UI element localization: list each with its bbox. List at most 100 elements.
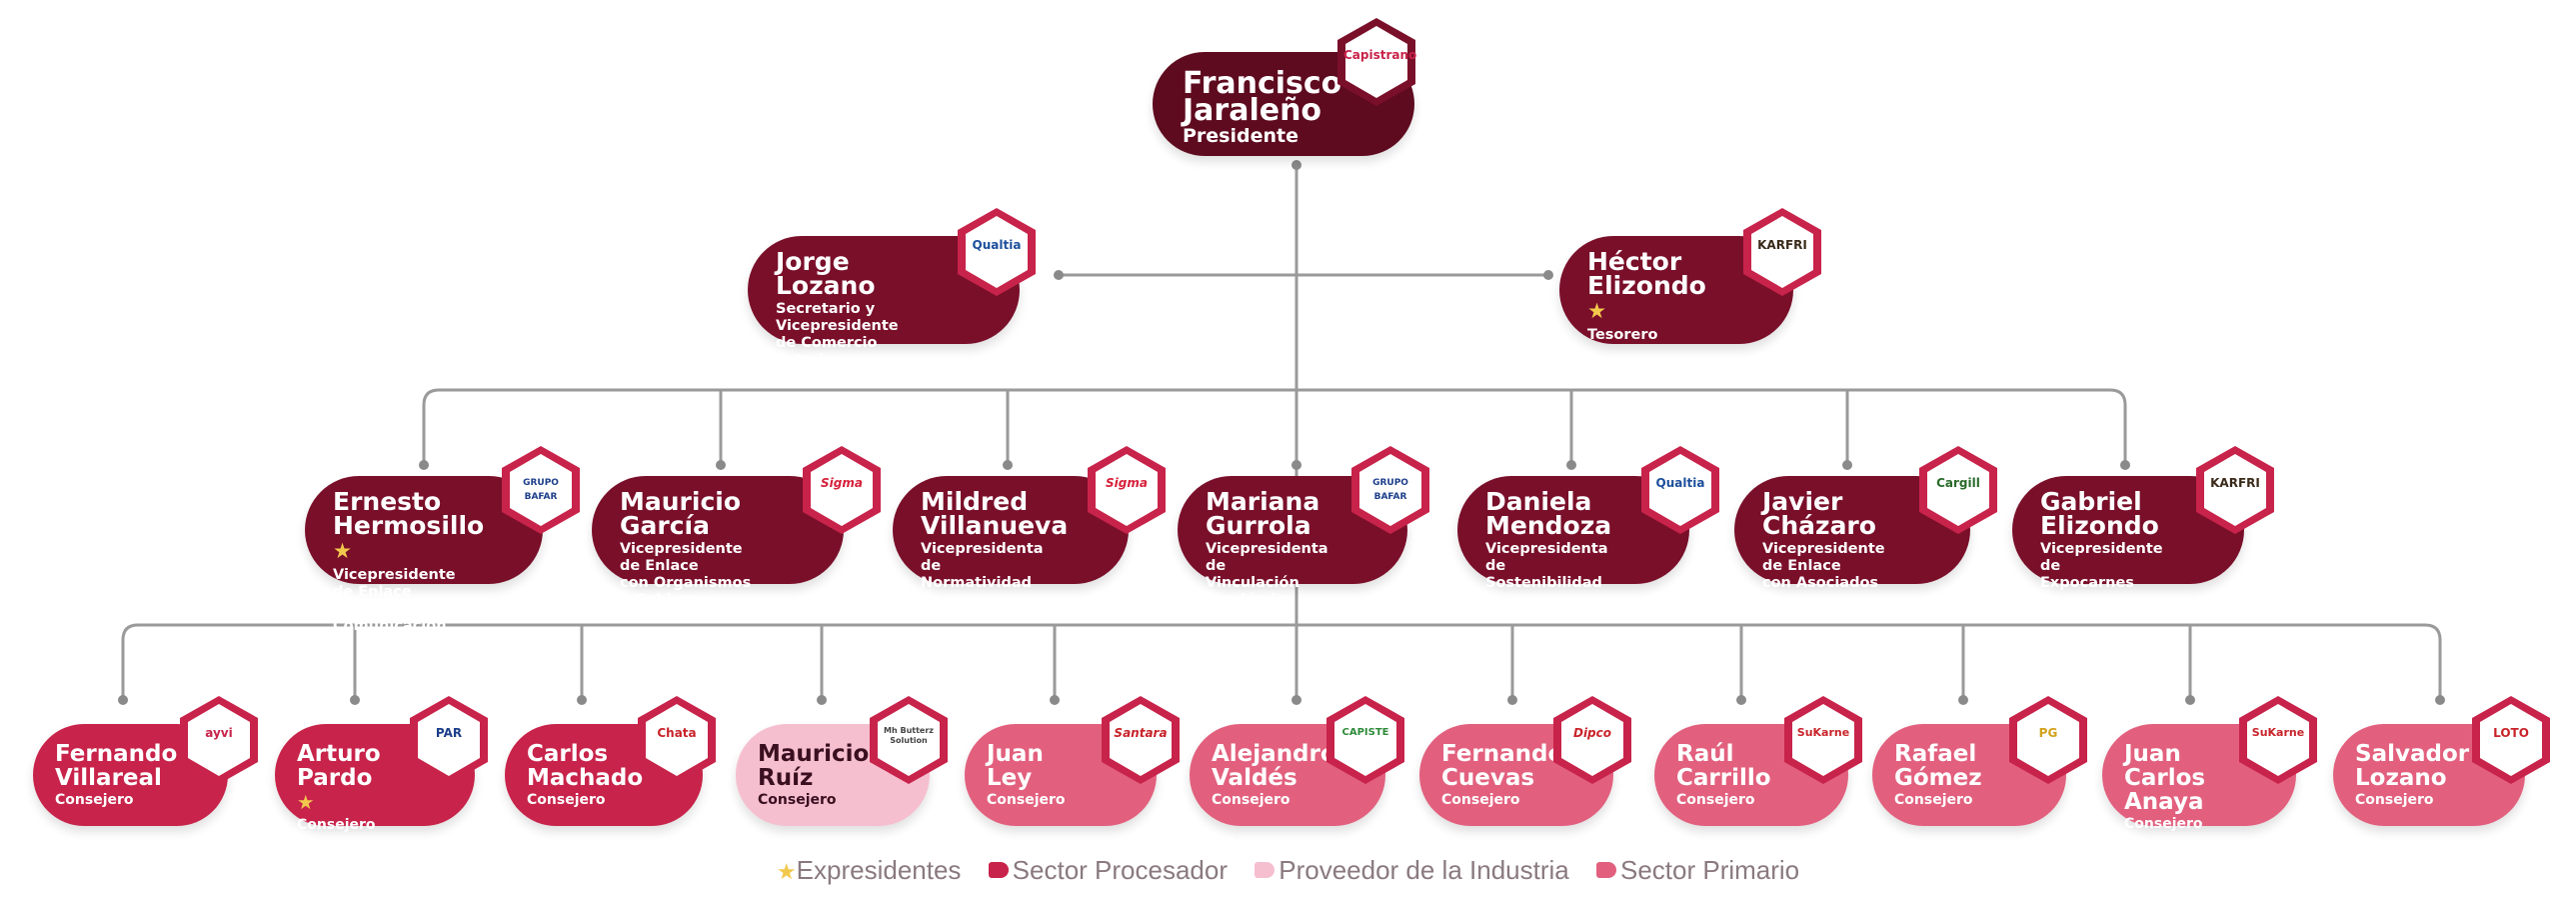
vp-name-row: Ernesto Hermosillo ★	[333, 489, 484, 564]
counselor-name: Rafael Gómez	[1894, 741, 1982, 791]
treasurer-name: Héctor Elizondo	[1587, 247, 1706, 300]
counselor-role: Consejero	[758, 792, 837, 808]
legend-item-primario: Sector Primario	[1595, 855, 1799, 885]
karfri-logo-icon: KARFRI	[2194, 444, 2276, 536]
vp-role: Vicepresidenta de Vinculación Académica	[1206, 541, 1328, 608]
vp-card: Mariana Gurrola Vicepresidenta de Vincul…	[1178, 476, 1407, 608]
vp-card: Daniela Mendoza Vicepresidenta de Sosten…	[1457, 476, 1689, 591]
vp-role: Vicepresidente de Enlace Legislativo y C…	[333, 567, 456, 634]
swatch-icon	[1595, 862, 1616, 879]
counselor-role: Consejero	[527, 792, 606, 808]
vp-logo: GRUPO BAFAR	[1372, 478, 1408, 502]
counselor-logo: Dipco	[1572, 726, 1612, 740]
counselor-role: Consejero	[1212, 792, 1290, 808]
sukarne-logo-icon: SuKarne	[2237, 694, 2319, 786]
counselor-name: Arturo Pardo	[297, 741, 381, 791]
vp-name: Javier Cházaro	[1762, 487, 1876, 540]
qualtia-logo-icon: Qualtia	[1639, 444, 1721, 536]
star-icon: ★	[1587, 299, 1607, 324]
qualtia-logo-icon: Qualtia	[956, 206, 1038, 298]
vp-name: Ernesto Hermosillo	[333, 487, 485, 540]
president-role: Presidente	[1183, 125, 1298, 147]
counselor-role: Consejero	[1676, 792, 1755, 808]
counselor-role: Consejero	[1894, 792, 1973, 808]
vp-logo: Qualtia	[1655, 476, 1705, 490]
president-name: Francisco Jaraleño	[1183, 66, 1342, 128]
treasurer-logo: KARFRI	[1757, 238, 1807, 252]
legend-item-proveedor: Proveedor de la Industria	[1255, 855, 1569, 885]
counselor-logo: Chata	[657, 726, 697, 740]
pg-logo-icon: PG	[2007, 694, 2089, 786]
legend-label: Expresidentes	[796, 855, 962, 885]
vp-logo: Sigma	[1106, 476, 1148, 490]
ayvi-logo-icon: ayvi	[178, 694, 260, 786]
vp-name: Mauricio García	[620, 487, 742, 540]
vp-name: Mariana Gurrola	[1206, 487, 1320, 540]
counselor-bus-line	[121, 623, 2442, 700]
vp-logo: GRUPO BAFAR	[523, 478, 559, 502]
counselor-role: Consejero	[1441, 792, 1520, 808]
secretary-name: Jorge Lozano	[776, 247, 876, 300]
legend-label: Sector Procesador	[1012, 855, 1228, 885]
counselor-name: Alejandro Valdés	[1212, 741, 1336, 791]
vp-name: Gabriel Elizondo	[2040, 487, 2159, 540]
loto-logo-icon: LOTO	[2470, 694, 2552, 786]
chata-logo-icon: Chata	[636, 694, 718, 786]
secretary-role: Secretario y Vicepresidente de Comercio …	[776, 301, 899, 368]
counselor-logo: ayvi	[205, 726, 233, 740]
counselor-logo: Mh Butterz Solution	[884, 726, 934, 745]
counselor-logo: CAPISTE	[1341, 727, 1389, 738]
capiste-logo-icon: CAPISTE	[1324, 694, 1406, 786]
vp-name: Mildred Villanueva	[921, 487, 1069, 540]
counselor-name: Mauricio Ruíz	[758, 741, 870, 791]
counselor-name: Carlos Machado	[527, 741, 644, 791]
capistrano-logo-icon: Capistrano	[1335, 16, 1417, 108]
vp-name: Daniela Mendoza	[1485, 487, 1612, 540]
vp-card: Gabriel Elizondo Vicepresidente de Expoc…	[2012, 476, 2244, 591]
vp-logo: KARFRI	[2210, 476, 2260, 490]
butterz-logo-icon: Mh Butterz Solution	[868, 694, 950, 786]
vp-role: Vicepresidenta de Sostenibilidad	[1485, 541, 1608, 591]
vp-card: Ernesto Hermosillo ★ Vicepresidente de E…	[305, 476, 543, 634]
counselor-logo: Santara	[1114, 726, 1168, 740]
counselor-name: Juan Carlos Anaya	[2124, 741, 2206, 815]
counselor-logo: SuKarne	[2251, 726, 2305, 739]
counselor-name: Fernando Villareal	[55, 741, 178, 791]
treasurer-name-row: Héctor Elizondo ★	[1587, 247, 1706, 324]
president-logo: Capistrano	[1343, 48, 1417, 62]
swatch-icon	[1255, 862, 1276, 879]
legend-item-procesador: Sector Procesador	[988, 855, 1228, 885]
counselor-name-row: Arturo Pardo ★	[297, 742, 389, 815]
vp-role: Vicepresidenta de Normatividad	[921, 541, 1044, 591]
vp-logo: Sigma	[821, 476, 863, 490]
bafar-logo-icon: GRUPO BAFAR	[500, 444, 582, 536]
legend-label: Proveedor de la Industria	[1279, 855, 1569, 885]
counselor-role: Consejero	[55, 792, 134, 808]
vp-card: Mauricio García Vicepresidente de Enlace…	[592, 476, 844, 608]
vp-role: Vicepresidente de Enlace con Organismos …	[620, 541, 752, 608]
sigma-logo-icon: Sigma	[801, 444, 883, 536]
counselor-logo: PG	[2038, 726, 2058, 740]
karfri-logo-icon: KARFRI	[1741, 206, 1823, 298]
counselor-role: Consejero	[2355, 792, 2434, 808]
star-icon: ★	[776, 859, 797, 884]
santara-logo-icon: Santara	[1100, 694, 1182, 786]
vp-logo: Cargill	[1936, 476, 1980, 490]
vp-role: Vicepresidente de Expocarnes	[2040, 541, 2163, 591]
counselor-name: Fernando Cuevas	[1441, 741, 1564, 791]
dipco-logo-icon: Dipco	[1551, 694, 1633, 786]
sukarne-logo-icon: SuKarne	[1782, 694, 1864, 786]
secretary-logo: Qualtia	[972, 238, 1022, 252]
par-logo-icon: PAR	[408, 694, 490, 786]
cargill-logo-icon: Cargill	[1917, 444, 1999, 536]
counselor-logo: PAR	[435, 726, 463, 740]
sigma-logo-icon: Sigma	[1086, 444, 1168, 536]
legend-item-expresidentes: ★Expresidentes	[777, 855, 962, 885]
vp-role: Vicepresidente de Enlace con Asociados	[1762, 541, 1885, 591]
counselor-role: Consejero	[297, 817, 376, 833]
counselor-logo: LOTO	[2493, 726, 2529, 740]
counselor-name: Juan Ley	[987, 741, 1044, 791]
star-icon: ★	[333, 539, 353, 564]
legend: ★Expresidentes Sector Procesador Proveed…	[0, 855, 2576, 886]
